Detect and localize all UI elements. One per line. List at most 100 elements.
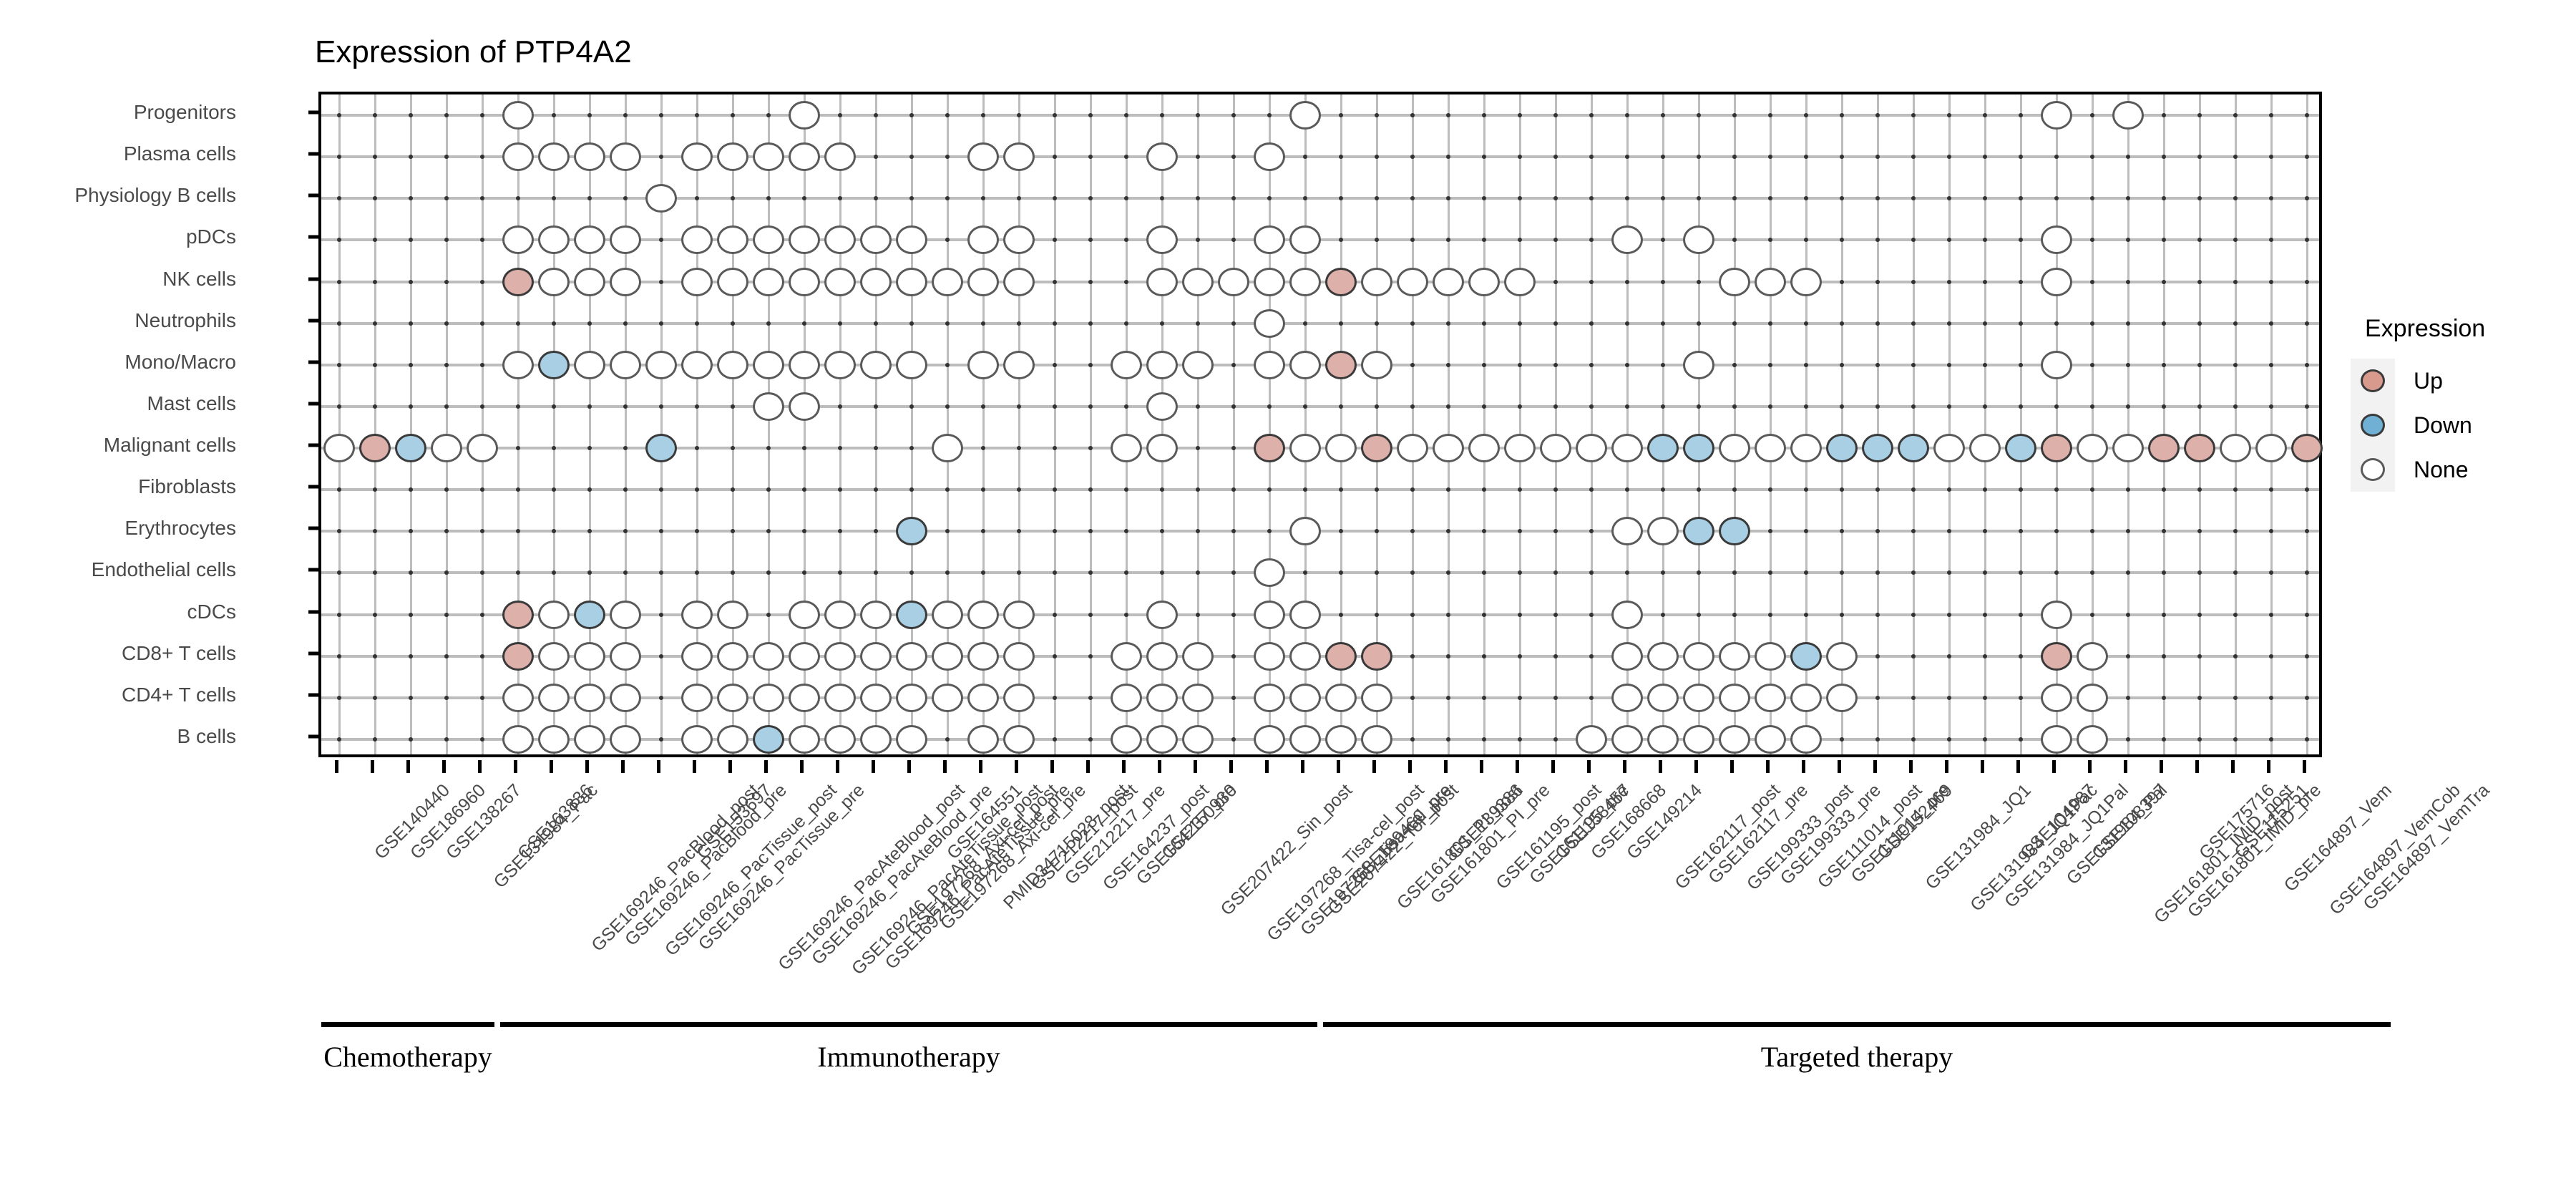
expression-cell[interactable] — [1361, 350, 1392, 379]
expression-cell[interactable] — [896, 350, 927, 379]
expression-cell[interactable] — [574, 724, 605, 754]
expression-cell[interactable] — [1647, 724, 1679, 754]
expression-cell[interactable] — [896, 267, 927, 296]
expression-cell[interactable] — [717, 267, 748, 296]
expression-cell[interactable] — [502, 724, 534, 754]
expression-cell[interactable] — [1254, 724, 1285, 754]
expression-cell[interactable] — [645, 350, 677, 379]
expression-cell[interactable] — [1611, 600, 1643, 629]
expression-cell[interactable] — [896, 225, 927, 255]
expression-cell[interactable] — [681, 600, 713, 629]
expression-cell[interactable] — [967, 267, 999, 296]
expression-cell[interactable] — [1146, 641, 1178, 671]
expression-cell[interactable] — [1683, 683, 1714, 712]
expression-cell[interactable] — [1576, 724, 1607, 754]
expression-cell[interactable] — [753, 641, 784, 671]
expression-cell[interactable] — [789, 392, 820, 421]
expression-cell[interactable] — [753, 350, 784, 379]
expression-cell[interactable] — [1111, 434, 1142, 463]
expression-cell[interactable] — [860, 683, 892, 712]
expression-cell[interactable] — [1146, 434, 1178, 463]
expression-cell[interactable] — [2255, 434, 2287, 463]
expression-cell[interactable] — [1325, 350, 1357, 379]
expression-cell[interactable] — [860, 225, 892, 255]
expression-cell[interactable] — [1254, 641, 1285, 671]
expression-cell[interactable] — [1182, 350, 1214, 379]
expression-cell[interactable] — [1826, 434, 1858, 463]
expression-cell[interactable] — [753, 225, 784, 255]
expression-cell[interactable] — [753, 267, 784, 296]
expression-cell[interactable] — [574, 267, 605, 296]
expression-cell[interactable] — [538, 600, 570, 629]
expression-cell[interactable] — [610, 600, 641, 629]
expression-cell[interactable] — [2005, 434, 2036, 463]
expression-cell[interactable] — [1146, 392, 1178, 421]
expression-cell[interactable] — [2077, 641, 2108, 671]
expression-cell[interactable] — [717, 600, 748, 629]
expression-cell[interactable] — [1755, 267, 1786, 296]
expression-cell[interactable] — [1146, 683, 1178, 712]
expression-cell[interactable] — [1146, 600, 1178, 629]
expression-cell[interactable] — [1540, 434, 1571, 463]
expression-cell[interactable] — [1361, 683, 1392, 712]
expression-cell[interactable] — [2184, 434, 2215, 463]
expression-cell[interactable] — [1611, 434, 1643, 463]
expression-cell[interactable] — [717, 641, 748, 671]
expression-cell[interactable] — [932, 683, 963, 712]
expression-cell[interactable] — [1683, 641, 1714, 671]
expression-cell[interactable] — [860, 267, 892, 296]
expression-cell[interactable] — [502, 641, 534, 671]
expression-cell[interactable] — [538, 683, 570, 712]
expression-cell[interactable] — [1433, 267, 1464, 296]
expression-cell[interactable] — [1790, 267, 1822, 296]
expression-cell[interactable] — [1254, 350, 1285, 379]
expression-cell[interactable] — [1361, 641, 1392, 671]
expression-cell[interactable] — [1826, 641, 1858, 671]
expression-cell[interactable] — [2041, 225, 2072, 255]
expression-cell[interactable] — [2112, 434, 2144, 463]
expression-cell[interactable] — [967, 683, 999, 712]
expression-cell[interactable] — [1325, 724, 1357, 754]
expression-cell[interactable] — [1003, 683, 1035, 712]
expression-cell[interactable] — [538, 350, 570, 379]
expression-cell[interactable] — [1289, 600, 1321, 629]
expression-cell[interactable] — [1397, 434, 1428, 463]
expression-cell[interactable] — [789, 641, 820, 671]
expression-cell[interactable] — [610, 724, 641, 754]
expression-cell[interactable] — [932, 267, 963, 296]
expression-cell[interactable] — [1289, 267, 1321, 296]
expression-cell[interactable] — [1790, 641, 1822, 671]
expression-cell[interactable] — [1504, 434, 1536, 463]
expression-cell[interactable] — [896, 600, 927, 629]
expression-cell[interactable] — [1254, 142, 1285, 172]
expression-cell[interactable] — [574, 683, 605, 712]
expression-cell[interactable] — [896, 683, 927, 712]
expression-cell[interactable] — [717, 683, 748, 712]
expression-cell[interactable] — [1325, 267, 1357, 296]
expression-cell[interactable] — [1468, 434, 1500, 463]
expression-cell[interactable] — [1254, 434, 1285, 463]
expression-cell[interactable] — [1325, 683, 1357, 712]
expression-cell[interactable] — [753, 142, 784, 172]
expression-cell[interactable] — [502, 225, 534, 255]
expression-cell[interactable] — [1289, 517, 1321, 546]
expression-cell[interactable] — [1790, 683, 1822, 712]
expression-cell[interactable] — [896, 641, 927, 671]
expression-cell[interactable] — [1576, 434, 1607, 463]
expression-cell[interactable] — [1898, 434, 1929, 463]
expression-cell[interactable] — [610, 683, 641, 712]
expression-cell[interactable] — [574, 600, 605, 629]
expression-cell[interactable] — [1146, 225, 1178, 255]
expression-cell[interactable] — [860, 724, 892, 754]
expression-cell[interactable] — [932, 600, 963, 629]
expression-cell[interactable] — [1755, 683, 1786, 712]
expression-cell[interactable] — [538, 225, 570, 255]
expression-cell[interactable] — [753, 724, 784, 754]
expression-cell[interactable] — [717, 724, 748, 754]
expression-cell[interactable] — [2041, 641, 2072, 671]
expression-cell[interactable] — [2291, 434, 2323, 463]
legend-item[interactable]: None — [2351, 447, 2565, 492]
expression-cell[interactable] — [896, 517, 927, 546]
expression-cell[interactable] — [2112, 101, 2144, 130]
expression-cell[interactable] — [1111, 641, 1142, 671]
